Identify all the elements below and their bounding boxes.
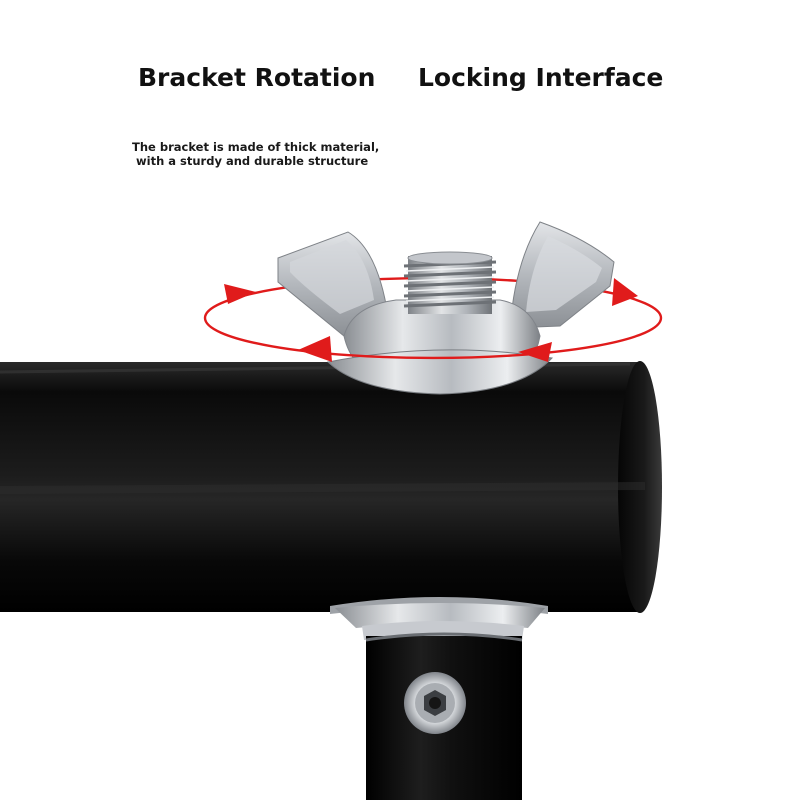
description-line-2: with a sturdy and durable structure (136, 154, 369, 168)
description-text: The bracket is made of thick material, w… (132, 140, 432, 168)
rotation-arrow-front (203, 278, 663, 362)
heading-locking-interface: Locking Interface (418, 63, 664, 92)
heading-bracket-rotation: Bracket Rotation (138, 63, 376, 92)
wing-nut (277, 221, 615, 395)
description-line-1: The bracket is made of thick material, (132, 140, 380, 154)
rivet-nut (404, 672, 466, 734)
horizontal-tube (0, 361, 662, 613)
